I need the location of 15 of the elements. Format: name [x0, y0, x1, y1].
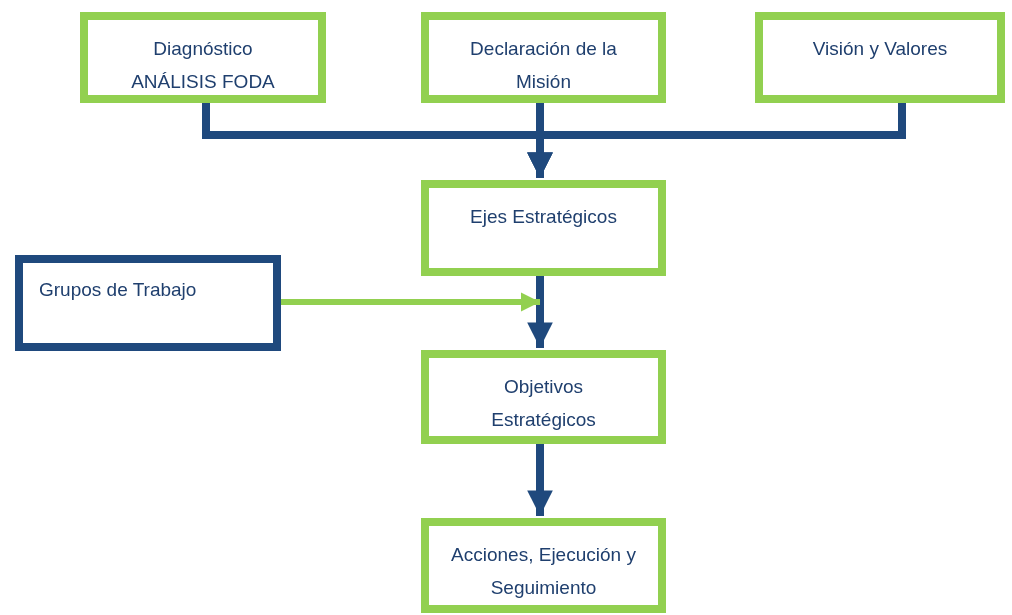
- process-box: [421, 180, 666, 276]
- process-box: [421, 518, 666, 613]
- process-box: [755, 12, 1005, 103]
- box-label: Visión y Valores: [812, 37, 948, 61]
- process-box: [15, 255, 281, 351]
- process-box: [421, 12, 666, 103]
- box-label: Acciones, Ejecución y Seguimiento: [450, 543, 637, 600]
- process-box: [421, 350, 666, 444]
- process-box: [80, 12, 326, 103]
- box-label: Grupos de Trabajo: [39, 278, 197, 302]
- box-label: Objetivos Estratégicos: [490, 375, 597, 432]
- arrow: [281, 292, 540, 312]
- box-label: Diagnóstico ANÁLISIS FODA: [130, 37, 276, 94]
- box-label: Declaración de la Misión: [469, 37, 618, 94]
- box-label: Ejes Estratégicos: [470, 205, 617, 229]
